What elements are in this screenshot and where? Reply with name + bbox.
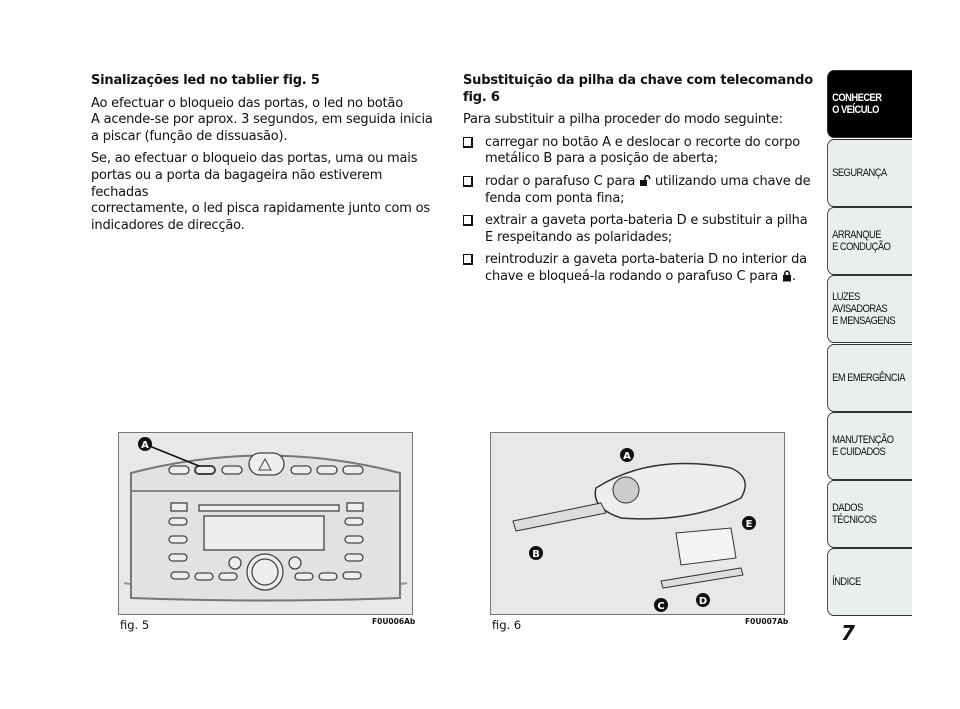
checkbox-bullet-icon xyxy=(463,254,473,266)
checkbox-bullet-icon xyxy=(463,175,473,187)
key-illustration: A B C D E xyxy=(512,448,756,612)
tab-seguranca[interactable]: SEGURANÇA xyxy=(827,139,912,207)
tab-manutencao[interactable]: MANUTENÇÃO E CUIDADOS xyxy=(827,412,912,480)
list-text: reintroduzir a gaveta porta-bateria D no… xyxy=(485,252,807,284)
tab-dados-tecnicos[interactable]: DADOS TÉCNICOS xyxy=(827,480,912,548)
list-text: extrair a gaveta porta-bateria D e subst… xyxy=(485,213,808,245)
paragraph: Se, ao efectuar o bloqueio das portas, u… xyxy=(91,151,430,233)
unlock-icon xyxy=(640,174,651,186)
callout-label: D xyxy=(699,596,707,607)
paragraph: Para substituir a pilha proceder do modo… xyxy=(463,112,783,128)
list-text: . xyxy=(791,268,796,284)
list-text: utilizando uma chave de fenda com ponta … xyxy=(485,173,811,206)
figure-code: F0U006Ab xyxy=(372,617,416,626)
callout-label: A xyxy=(141,440,149,451)
section-heading: Sinalizações led no tablier fig. 5 xyxy=(91,73,320,88)
callout-label: A xyxy=(623,451,631,462)
radio-panel-illustration: A xyxy=(123,437,408,602)
list-item: extrair a gaveta porta-bateria D e subst… xyxy=(463,213,823,246)
left-column: Sinalizações led no tablier fig. 5 Ao ef… xyxy=(91,73,436,240)
lock-icon xyxy=(782,270,791,282)
figure-5-radio-panel: A xyxy=(118,432,413,615)
callout-label: E xyxy=(746,519,753,530)
figure-code: F0U007Ab xyxy=(745,617,789,626)
figure-caption: fig. 5 xyxy=(120,618,150,632)
figure-6-key-battery: A B C D E xyxy=(490,432,785,615)
right-column: Substituição da pilha da chave com telec… xyxy=(463,73,823,292)
list-item: reintroduzir a gaveta porta-bateria D no… xyxy=(463,252,823,285)
tab-em-emergencia[interactable]: EM EMERGÊNCIA xyxy=(827,344,912,412)
tab-arranque-e-conducao[interactable]: ARRANQUE E CONDUÇÃO xyxy=(827,207,912,275)
figure-caption: fig. 6 xyxy=(492,618,522,632)
tab-indice[interactable]: ÍNDICE xyxy=(827,548,912,616)
paragraph: Ao efectuar o bloqueio das portas, o led… xyxy=(91,95,433,144)
list-text: rodar o parafuso C para xyxy=(485,173,636,189)
callout-label: B xyxy=(532,549,540,560)
checkbox-bullet-icon xyxy=(463,136,473,148)
section-heading: Substituição da pilha da chave com telec… xyxy=(463,73,813,105)
tab-luzes-avisadoras[interactable]: LUZES AVISADORAS E MENSAGENS xyxy=(827,275,912,343)
page-number: 7 xyxy=(841,621,855,645)
tab-conhecer-o-veiculo[interactable]: CONHECER O VEÍCULO xyxy=(827,70,912,138)
list-item: carregar no botão A e deslocar o recorte… xyxy=(463,135,823,168)
callout-label: C xyxy=(657,601,664,612)
callouts xyxy=(529,448,756,612)
callout-a xyxy=(138,437,152,451)
checkbox-bullet-icon xyxy=(463,215,473,227)
list-text: carregar no botão A e deslocar o recorte… xyxy=(485,134,801,167)
list-item: rodar o parafuso C para utilizando uma c… xyxy=(463,174,823,207)
